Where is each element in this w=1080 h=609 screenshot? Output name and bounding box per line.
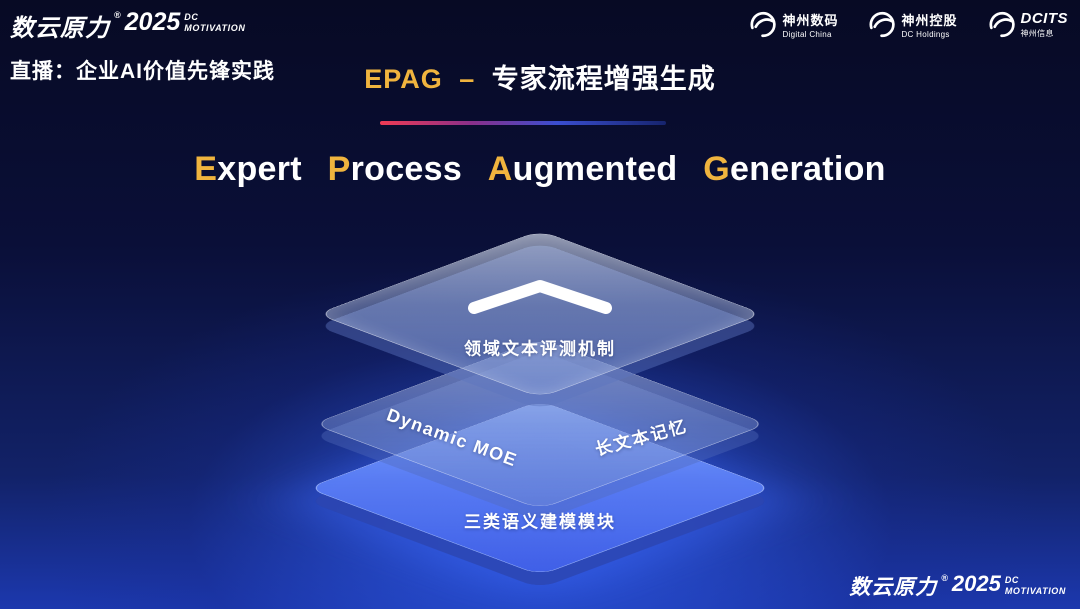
brand-dc: DC: [1004, 575, 1020, 585]
logo-subtitle: Digital China: [782, 30, 832, 39]
brand-year: 2025: [124, 8, 181, 36]
page-subtitle: Expert Process Augmented Generation: [0, 150, 1080, 189]
brand-logo-top-left: 数云原力 ® 2025 DC MOTIVATION: [10, 8, 245, 43]
logo-dcits: DCITS 神州信息: [988, 10, 1069, 39]
logo-title: 神州控股: [901, 13, 958, 28]
logo-title: DCITS: [1020, 10, 1068, 27]
chevron-up-icon: [468, 280, 612, 314]
title-chinese: 专家流程增强生成: [491, 64, 716, 94]
logo-text: 神州控股 DC Holdings: [901, 10, 957, 39]
brand-name: 数云原力: [849, 576, 938, 599]
swoosh-icon: [989, 11, 1015, 38]
subtitle-word: Expert: [194, 150, 302, 188]
logo-digital-china: 神州数码 Digital China: [749, 10, 838, 39]
brand-name: 数云原力: [10, 15, 110, 42]
title-dash: –: [459, 64, 476, 94]
partner-logos: 神州数码 Digital China 神州控股 DC Holdings DCIT…: [749, 10, 1068, 39]
swoosh-icon: [751, 11, 777, 38]
logo-subtitle: 神州信息: [1020, 29, 1054, 38]
title-abbr: EPAG: [364, 64, 443, 94]
brand-subtext: DC MOTIVATION: [1005, 575, 1066, 597]
layer-top-label: 领域文本评测机制: [464, 339, 616, 359]
subtitle-word: Generation: [703, 150, 886, 188]
logo-subtitle: DC Holdings: [901, 30, 950, 39]
brand-logo-bottom-right: 数云原力 ® 2025 DC MOTIVATION: [849, 571, 1066, 601]
live-stream-title: 直播：企业AI价值先锋实践: [10, 60, 275, 83]
brand-motivation: MOTIVATION: [1004, 585, 1066, 596]
logo-text: 神州数码 Digital China: [782, 10, 838, 39]
layer-bottom-label: 三类语义建模模块: [464, 512, 616, 532]
logo-title: 神州数码: [782, 13, 839, 28]
title-underline-gradient: [380, 121, 666, 125]
registered-mark: ®: [114, 10, 121, 20]
swoosh-icon: [870, 11, 896, 38]
subtitle-word: Process: [327, 150, 463, 188]
brand-dc: DC: [184, 12, 199, 22]
logo-dc-holdings: 神州控股 DC Holdings: [868, 10, 957, 39]
brand-subtext: DC MOTIVATION: [184, 12, 245, 34]
brand-motivation: MOTIVATION: [184, 22, 246, 33]
brand-year: 2025: [951, 571, 1001, 596]
logo-text: DCITS 神州信息: [1021, 10, 1069, 39]
page-title: EPAG – 专家流程增强生成: [0, 57, 1080, 96]
subtitle-word: Augmented: [487, 150, 678, 188]
registered-mark: ®: [941, 573, 948, 583]
